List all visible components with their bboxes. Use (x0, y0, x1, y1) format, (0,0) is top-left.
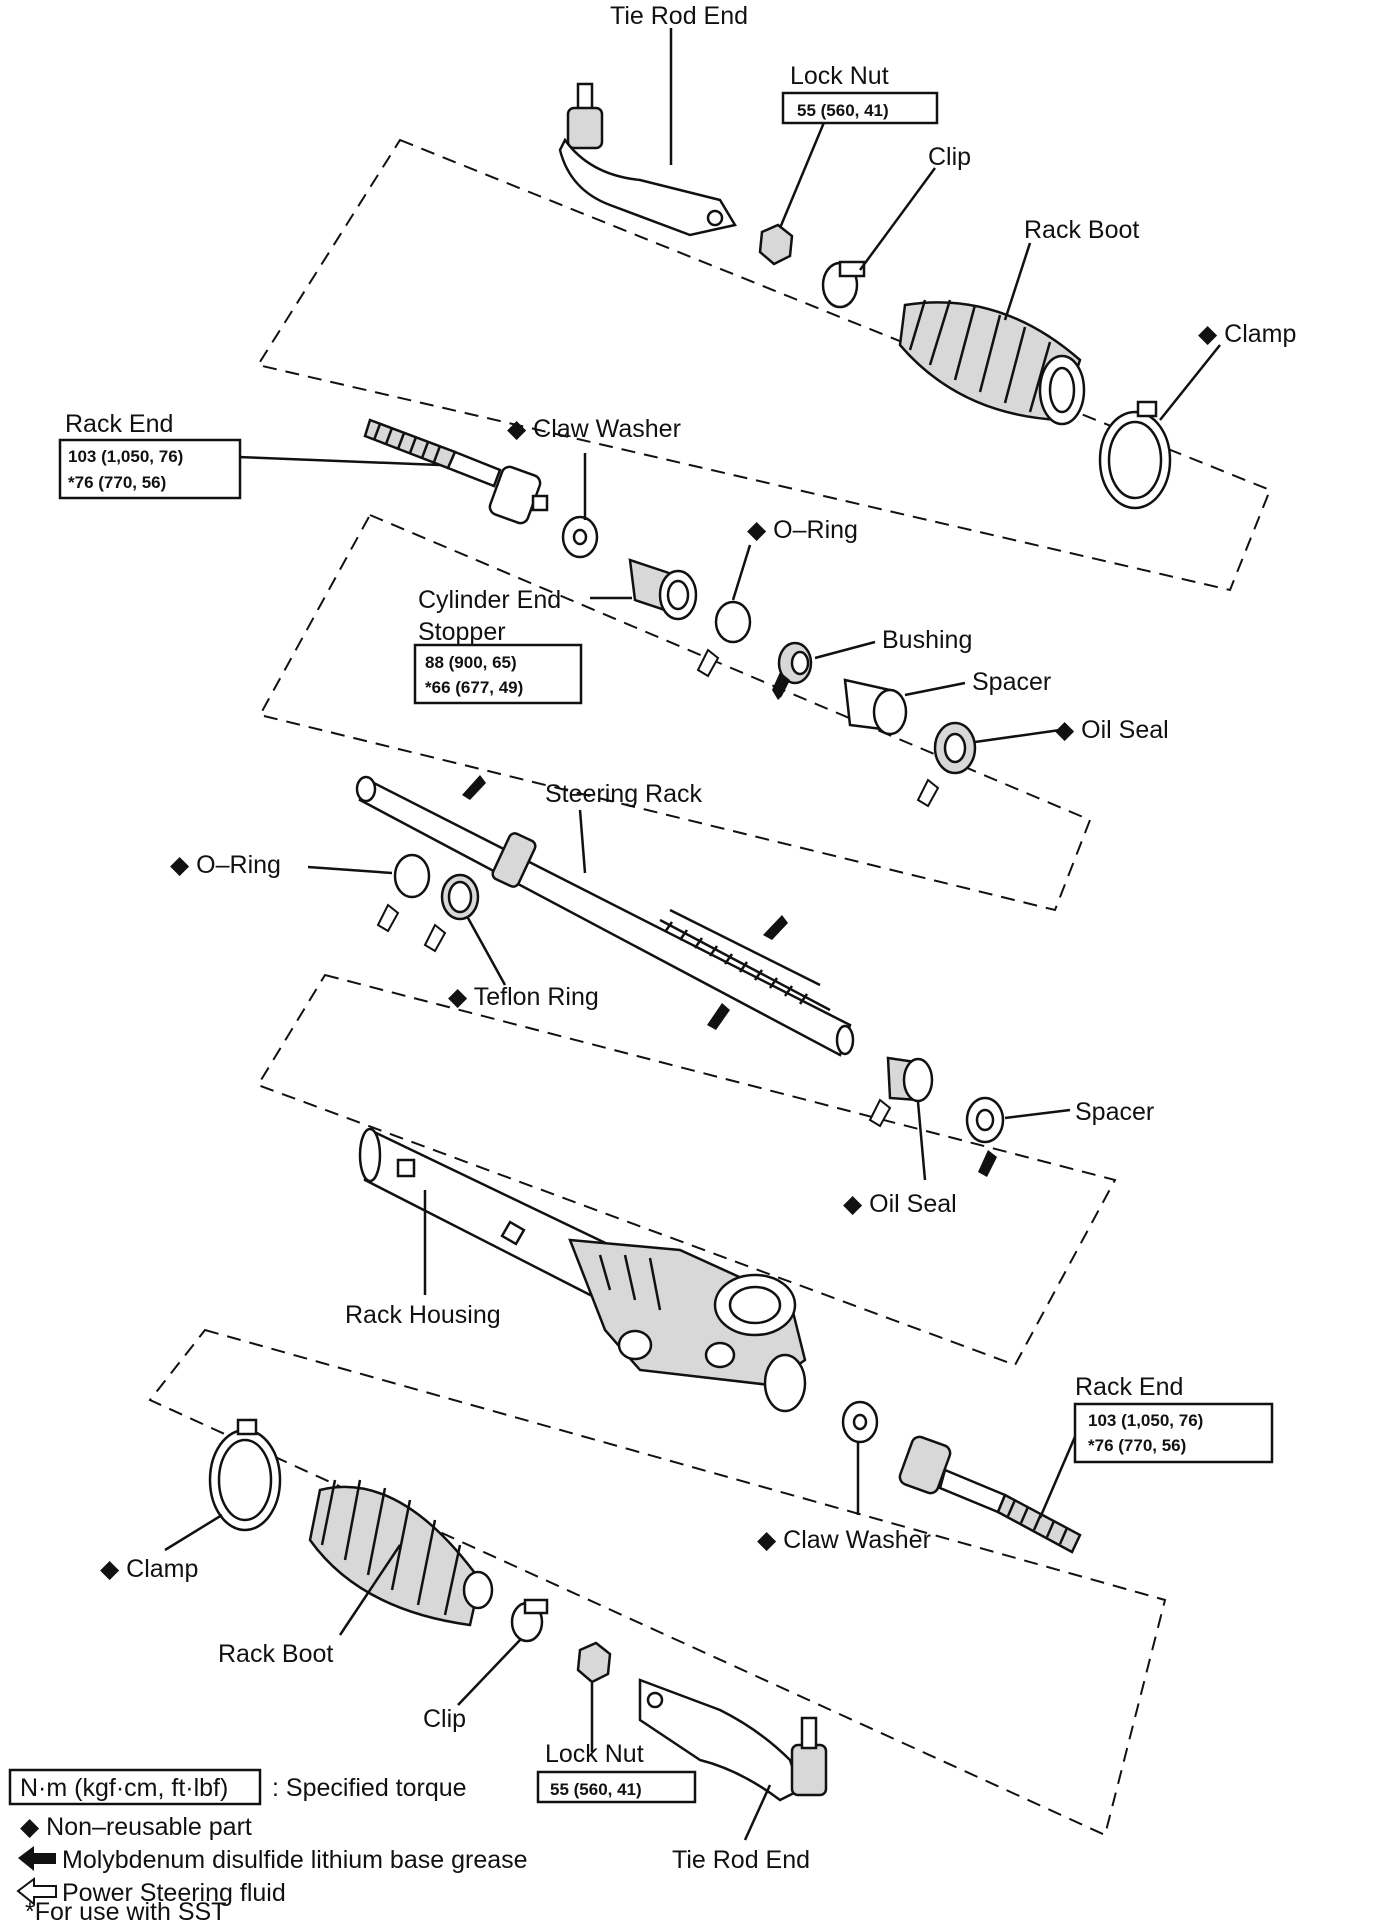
label-lock-nut-bottom: Lock Nut (545, 1740, 644, 1768)
lock-nut-top-part (758, 223, 794, 266)
label-lock-nut-top: Lock Nut (790, 62, 889, 90)
label-teflon-ring: ◆ Teflon Ring (448, 983, 599, 1011)
label-clamp-top: ◆ Clamp (1198, 320, 1296, 348)
bushing-part (777, 641, 813, 685)
torque-lock-nut-top: 55 (560, 41) (797, 101, 889, 120)
legend: N·m (kgf·cm, ft·lbf) : Specified torque … (8, 1768, 528, 1926)
legend-torque-desc: : Specified torque (272, 1774, 467, 1802)
torque-box-rack-end-left (58, 438, 242, 500)
label-cylinder-end-stopper-1: Cylinder End (418, 586, 561, 614)
torque-rack-end-left-1: 103 (1,050, 76) (68, 447, 183, 466)
grease-arrow-marks (462, 672, 997, 1177)
leader-lines (164, 28, 1221, 1841)
label-rack-boot-top: Rack Boot (1024, 216, 1139, 244)
torque-cylinder-1: 88 (900, 65) (425, 653, 517, 672)
grease-arrow-rack-3 (707, 1003, 730, 1030)
lock-nut-bottom-part (576, 1641, 612, 1684)
spacer-mid-part (965, 1096, 1005, 1144)
torque-rack-end-left-2: *76 (770, 56) (68, 473, 166, 492)
o-ring-mid-part (393, 853, 431, 899)
fluid-arrow-o-ring-mid (376, 903, 400, 933)
oil-seal-mid-part (886, 1056, 934, 1103)
legend-sst: *For use with SST (25, 1898, 226, 1926)
legend-non-reusable: ◆ Non–reusable part (20, 1813, 252, 1841)
legend-fluid: Power Steering fluid (62, 1879, 286, 1907)
label-rack-housing: Rack Housing (345, 1301, 501, 1329)
label-claw-washer-bottom: ◆ Claw Washer (757, 1526, 931, 1554)
spacer-top-part (843, 678, 908, 736)
tie-rod-end-bottom-part (638, 1678, 828, 1802)
claw-washer-bottom-part (841, 1400, 879, 1444)
rack-housing-part (358, 1127, 807, 1413)
rack-boot-bottom-part (308, 1479, 494, 1627)
oil-seal-top-part (933, 721, 977, 775)
clip-top-part (821, 260, 866, 309)
label-o-ring-mid: ◆ O–Ring (170, 851, 281, 879)
grease-arrow-rack-2 (763, 915, 788, 940)
grease-arrow-bushing (772, 672, 790, 700)
group-outline-cylinder (258, 513, 1092, 912)
tie-rod-end-top-part (558, 82, 737, 237)
label-clamp-bottom: ◆ Clamp (100, 1555, 198, 1583)
torque-rack-end-right-2: *76 (770, 56) (1088, 1436, 1186, 1455)
fluid-arrow-oil-seal-mid (868, 1098, 892, 1128)
rack-end-left-part (363, 418, 549, 525)
claw-washer-top-part (561, 515, 599, 559)
label-spacer-top: Spacer (972, 668, 1051, 696)
label-steering-rack: Steering Rack (545, 780, 703, 808)
label-oil-seal-mid: ◆ Oil Seal (843, 1190, 957, 1218)
label-o-ring-top: ◆ O–Ring (747, 516, 858, 544)
grease-arrow-rack-1 (462, 775, 486, 800)
label-rack-end-right: Rack End (1075, 1373, 1183, 1401)
legend-grease: Molybdenum disulfide lithium base grease (62, 1846, 528, 1874)
label-rack-end-left: Rack End (65, 410, 173, 438)
rack-boot-top-part (898, 299, 1086, 426)
cylinder-end-stopper-part (628, 558, 698, 621)
label-clip-bottom: Clip (423, 1705, 466, 1733)
torque-box-rack-end-right (1073, 1402, 1274, 1464)
torque-box-lock-nut-top (781, 91, 939, 125)
label-rack-boot-bottom: Rack Boot (218, 1640, 333, 1668)
legend-fluid-arrow-icon (16, 1877, 57, 1907)
label-tie-rod-end-top: Tie Rod End (610, 2, 748, 30)
grease-arrow-spacer (978, 1150, 997, 1177)
teflon-ring-part (440, 873, 480, 921)
steering-rack-part (355, 775, 855, 1057)
clip-bottom-part (510, 1598, 549, 1643)
label-bushing: Bushing (882, 626, 972, 654)
label-oil-seal-top: ◆ Oil Seal (1055, 716, 1169, 744)
torque-box-lock-nut-bottom (536, 1770, 697, 1804)
label-tie-rod-end-bottom: Tie Rod End (672, 1846, 810, 1874)
label-clip-top: Clip (928, 143, 971, 171)
clamp-bottom-part (208, 1418, 282, 1532)
fluid-arrow-teflon (423, 923, 447, 953)
o-ring-top-part (714, 600, 752, 644)
rack-end-right-part (898, 1435, 1082, 1554)
legend-torque-box (8, 1768, 262, 1806)
legend-grease-arrow-icon (18, 1846, 56, 1871)
fluid-arrow-o-ring-top (696, 648, 720, 678)
torque-cylinder-2: *66 (677, 49) (425, 678, 523, 697)
label-spacer-mid: Spacer (1075, 1098, 1154, 1126)
group-outline-housing (256, 973, 1117, 1367)
group-outline-lower (148, 1328, 1167, 1837)
clamp-top-part (1098, 400, 1172, 510)
torque-box-cylinder (413, 643, 583, 705)
fluid-arrow-marks (376, 648, 940, 1128)
label-cylinder-end-stopper-2: Stopper (418, 618, 506, 646)
torque-lock-nut-bottom: 55 (560, 41) (550, 1780, 642, 1799)
legend-torque-units: N·m (kgf·cm, ft·lbf) (20, 1774, 228, 1802)
label-claw-washer-top: ◆ Claw Washer (507, 415, 681, 443)
fluid-arrow-oil-seal-top (916, 778, 940, 808)
torque-rack-end-right-1: 103 (1,050, 76) (1088, 1411, 1203, 1430)
